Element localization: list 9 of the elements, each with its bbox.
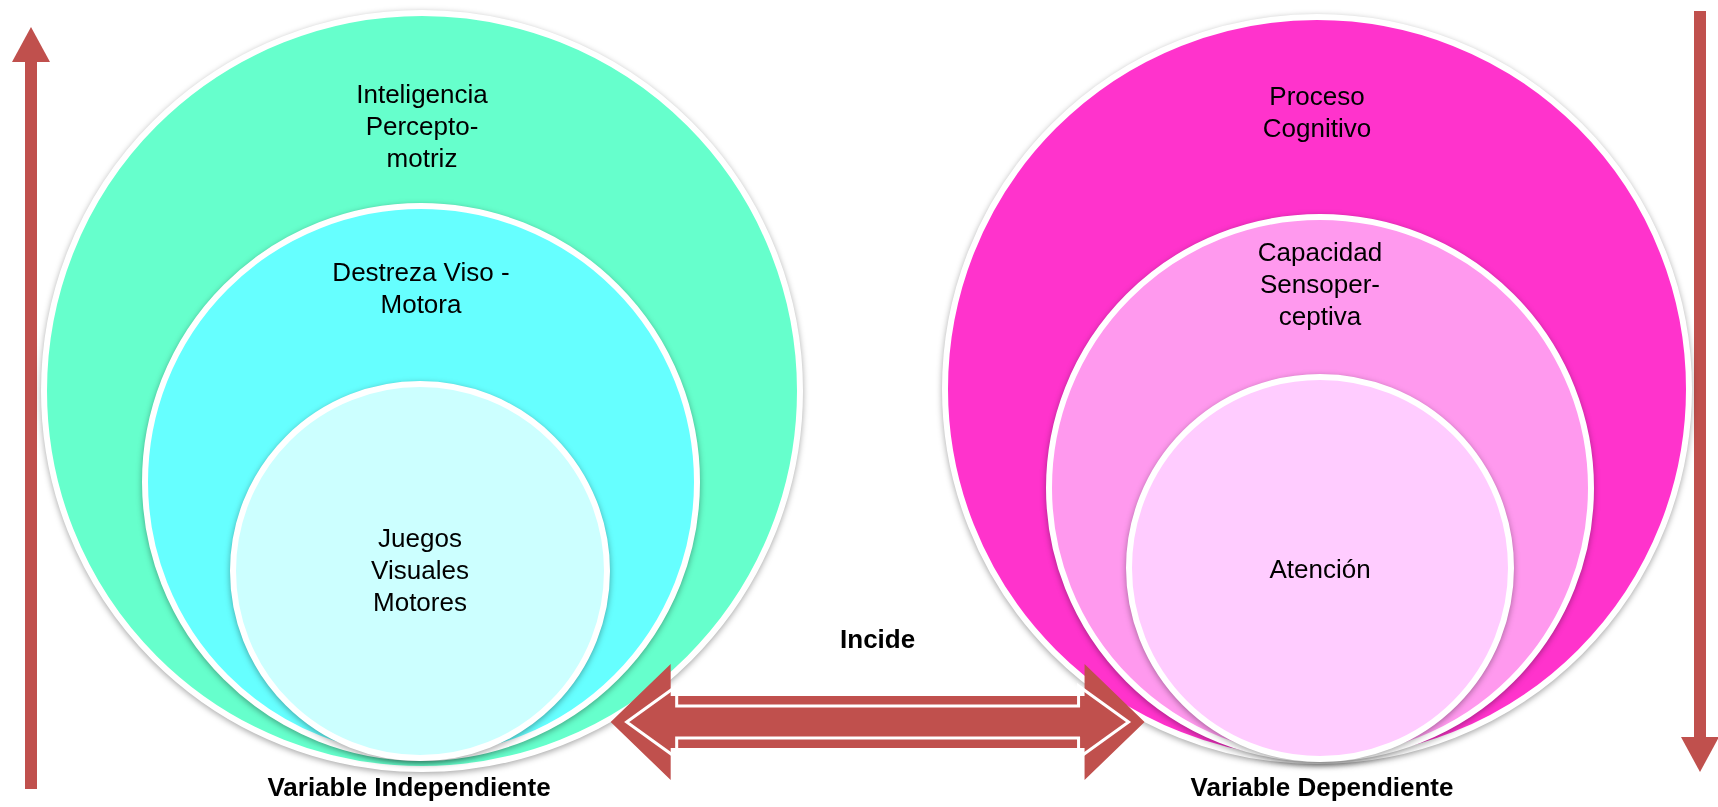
circle-label: Atención bbox=[1268, 553, 1372, 585]
axis-label: Variable Dependiente bbox=[1190, 772, 1454, 803]
circle-label: Proceso Cognitivo bbox=[1261, 80, 1373, 144]
edge-label: Incide bbox=[840, 624, 916, 655]
circle-label: Destreza Viso - Motora bbox=[331, 256, 511, 320]
circle-label: Inteligencia Percepto- motriz bbox=[355, 78, 489, 174]
circle-label: Capacidad Sensoper- ceptiva bbox=[1256, 236, 1384, 332]
axis-label: Variable Independiente bbox=[267, 772, 551, 803]
circle-label: Juegos Visuales Motores bbox=[370, 522, 470, 618]
